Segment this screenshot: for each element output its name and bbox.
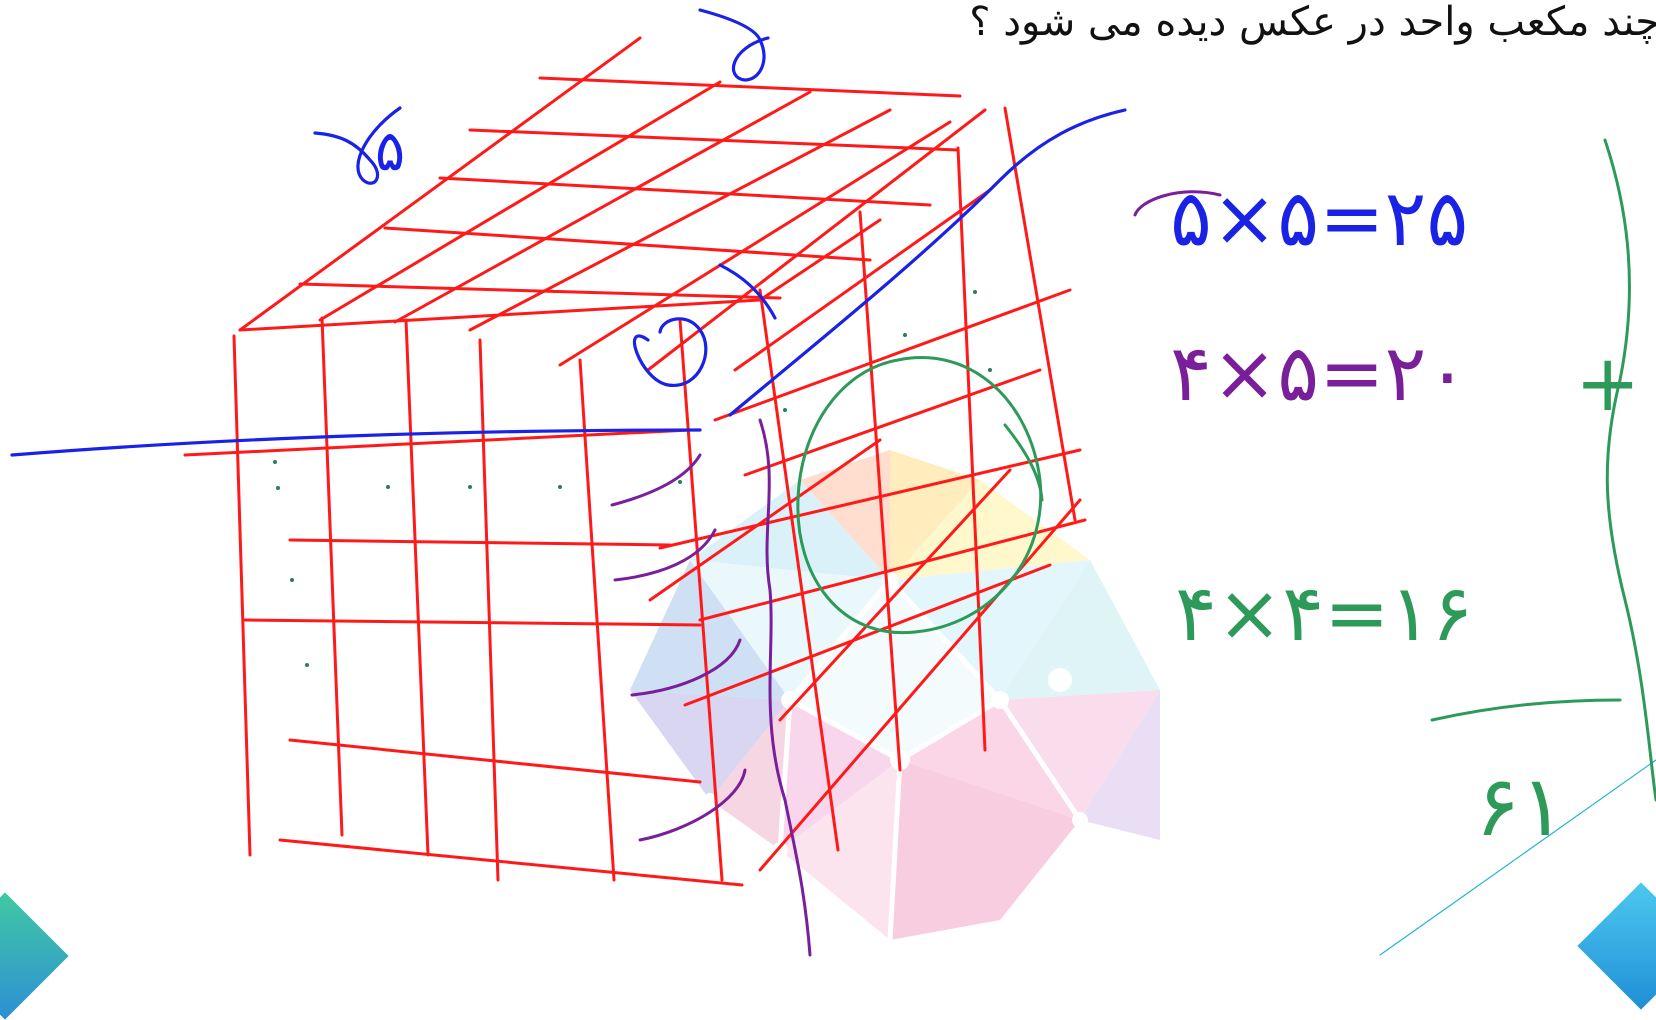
question-text: چند مکعب واحد در عکس دیده می شود ؟ <box>969 0 1656 45</box>
sum-underline <box>1430 698 1622 722</box>
green-circle <box>796 356 1044 635</box>
cube-right-face <box>648 106 1087 872</box>
plus-sign: + <box>1575 339 1640 429</box>
purple-annotations <box>610 190 1222 957</box>
count-top-label: ۵ <box>375 119 405 184</box>
guide-line <box>1379 759 1656 956</box>
equation-row3: ۴×۴=۱۶ <box>1175 569 1473 659</box>
blue-annotations <box>10 8 1127 457</box>
sparse-dots <box>273 290 992 667</box>
equation-row2: ۴×۵=۲۰ <box>1170 329 1468 419</box>
cube-top-face <box>238 36 992 372</box>
cube-front-face <box>183 316 744 887</box>
equation-row1: ۵×۵=۲۵ <box>1170 174 1468 264</box>
total-result: ۶۱ <box>1475 757 1565 855</box>
bracket-line <box>1603 138 1656 802</box>
drawing-canvas: ۵ ۵×۵=۲۵ ۴×۵=۲۰ + ۴×۴=۱۶ ۶۱ <box>10 8 1656 957</box>
